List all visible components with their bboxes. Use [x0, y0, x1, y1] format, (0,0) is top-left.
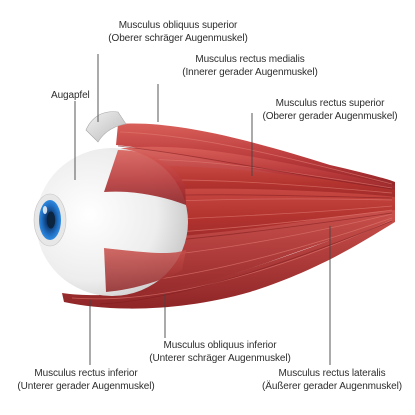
label-obliquus-superior: Musculus obliquus superior (Oberer schrä…: [83, 20, 273, 45]
label-augapfel: Augapfel: [51, 90, 90, 103]
label-obliquus-inferior-name: Musculus obliquus inferior: [130, 340, 310, 353]
label-obliquus-superior-name: Musculus obliquus superior: [83, 20, 273, 33]
pupil: [47, 212, 55, 229]
label-obliquus-inferior: Musculus obliquus inferior (Unterer schr…: [130, 340, 310, 365]
label-rectus-superior: Musculus rectus superior (Oberer gerader…: [250, 98, 410, 123]
label-obliquus-superior-german: (Oberer schräger Augenmuskel): [83, 33, 273, 46]
label-rectus-inferior: Musculus rectus inferior (Unterer gerade…: [6, 368, 166, 393]
label-rectus-inferior-name: Musculus rectus inferior: [6, 368, 166, 381]
label-rectus-inferior-german: (Unterer gerader Augenmuskel): [6, 381, 166, 394]
label-rectus-lateralis-german: (Äußerer gerader Augenmuskel): [253, 381, 411, 394]
label-rectus-lateralis: Musculus rectus lateralis (Äußerer gerad…: [253, 368, 411, 393]
label-rectus-superior-name: Musculus rectus superior: [250, 98, 410, 111]
label-augapfel-text: Augapfel: [51, 90, 90, 103]
label-rectus-medialis: Musculus rectus medialis (Innerer gerade…: [155, 54, 345, 79]
label-rectus-superior-german: (Oberer gerader Augenmuskel): [250, 111, 410, 124]
label-rectus-medialis-german: (Innerer gerader Augenmuskel): [155, 67, 345, 80]
label-obliquus-inferior-german: (Unterer schräger Augenmuskel): [130, 353, 310, 366]
label-rectus-medialis-name: Musculus rectus medialis: [155, 54, 345, 67]
cornea-highlight: [43, 206, 47, 214]
label-rectus-lateralis-name: Musculus rectus lateralis: [253, 368, 411, 381]
